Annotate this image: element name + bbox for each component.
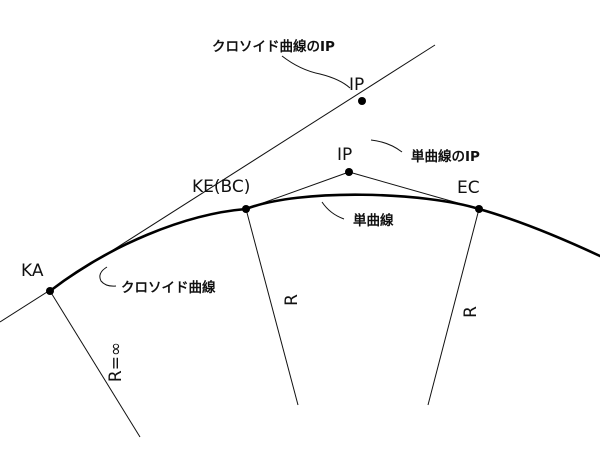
leader-clothoid-ip (281, 55, 351, 89)
ke-bc-point (242, 205, 250, 213)
radius-line-ec (427, 208, 480, 406)
label-ke-bc: KE(BC) (192, 177, 250, 197)
simple-curve-path (244, 193, 600, 258)
clothoid-curve-path (48, 207, 248, 293)
label-clothoid-ip-title: クロソイド曲線のIP (212, 38, 335, 55)
label-simple-curve: 単曲線 (353, 212, 394, 229)
label-radius-2: R (461, 306, 481, 318)
ka-point (46, 287, 54, 295)
leader-simple-curve-ip (370, 139, 403, 153)
label-ec: EC (457, 178, 480, 198)
label-radius-1: R (282, 294, 302, 306)
label-radius-infinite: R=∞ (106, 342, 126, 382)
label-ip-inner: IP (337, 145, 352, 165)
label-simple-curve-ip: 単曲線のIP (411, 148, 480, 165)
label-clothoid-curve: クロソイド曲線 (121, 279, 216, 296)
radius-line-ke (245, 208, 299, 406)
leader-simple-curve (321, 201, 345, 220)
label-ka: KA (21, 261, 44, 281)
label-ip-outer: IP (349, 75, 364, 95)
leader-clothoid-curve (99, 266, 117, 287)
radius-line-ka (49, 290, 141, 438)
ip-inner-point (345, 168, 353, 176)
ec-point (475, 205, 483, 213)
ip-outer-point (358, 97, 366, 105)
